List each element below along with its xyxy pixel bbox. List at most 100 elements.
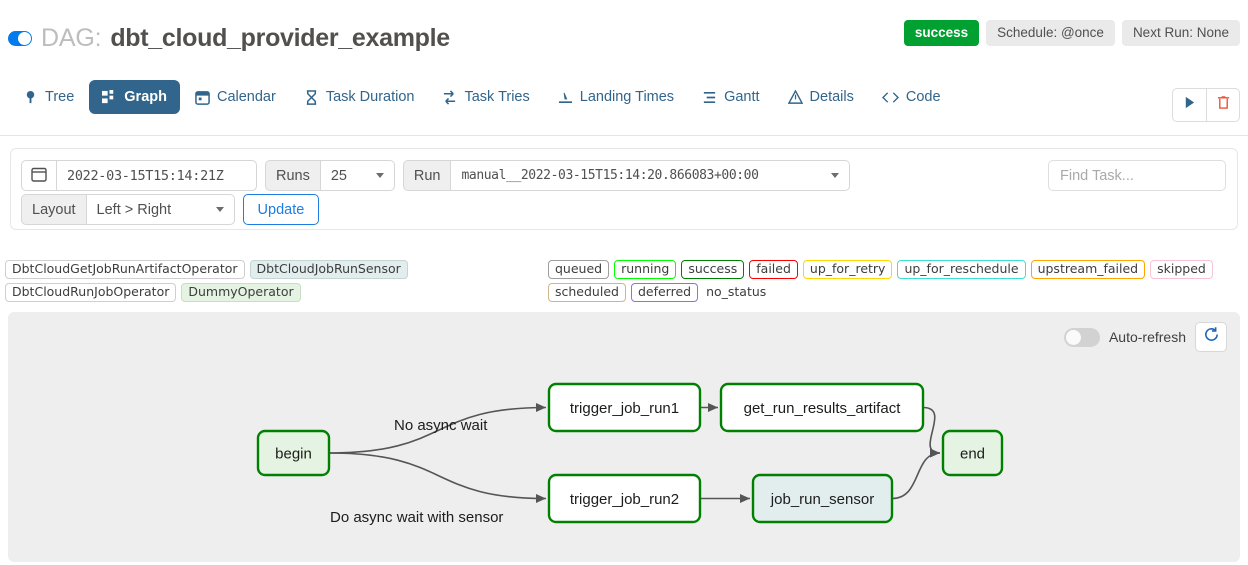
delete-dag-button[interactable] (1206, 89, 1239, 121)
graph-node-label: get_run_results_artifact (744, 400, 902, 417)
tab-label: Task Tries (464, 89, 530, 105)
tab-label: Tree (45, 89, 75, 105)
landing-icon (558, 90, 573, 105)
graph-edge-label: Do async wait with sensor (330, 509, 503, 526)
graph-edge (328, 403, 547, 454)
graph-canvas[interactable]: Auto-refresh No async wait Do async wait … (8, 312, 1240, 562)
base-date-value: 2022-03-15T15:14:21Z (67, 167, 224, 184)
dag-title-row: DAG: dbt_cloud_provider_example (8, 24, 450, 53)
legend-status-chip: skipped (1150, 260, 1213, 279)
tab-list: Tree Graph Calendar Task Duration Task T (10, 80, 954, 114)
filter-row-primary: 2022-03-15T15:14:21Z Runs 25 Run manual_… (21, 160, 851, 191)
find-task-placeholder: Find Task... (1060, 167, 1134, 184)
tab-graph[interactable]: Graph (89, 80, 180, 114)
graph-node-label: end (960, 446, 985, 463)
dag-graph[interactable]: No async wait Do async wait with sensor b… (8, 312, 1240, 562)
graph-node-box (547, 473, 702, 524)
trash-icon (1217, 95, 1230, 115)
legend-status-chip: scheduled (548, 283, 626, 302)
auto-refresh-controls: Auto-refresh (1063, 322, 1227, 352)
graph-node[interactable]: get_run_results_artifact (719, 382, 925, 433)
layout-select[interactable]: Left > Right (86, 194, 235, 225)
graph-node-label: job_run_sensor (770, 491, 874, 508)
layout-label: Layout (21, 194, 87, 225)
tab-landing-times[interactable]: Landing Times (545, 80, 687, 114)
graph-icon (102, 89, 117, 105)
graph-node-label: begin (275, 446, 312, 463)
tab-task-duration[interactable]: Task Duration (291, 80, 428, 114)
update-button[interactable]: Update (242, 194, 320, 225)
legend-status-chip: failed (749, 260, 798, 279)
run-label: Run (402, 160, 452, 191)
graph-edge-label: No async wait (394, 417, 488, 434)
calendar-icon (195, 90, 210, 105)
graph-nodes[interactable]: begin trigger_job_run1 get_run_results_art… (256, 382, 1004, 524)
run-group: Run manual__2022-03-15T15:14:20.866083+0… (402, 160, 851, 191)
legend-status-chip: upstream_failed (1030, 260, 1146, 279)
tree-icon (23, 90, 38, 105)
schedule-badge[interactable]: Schedule: @once (986, 20, 1115, 46)
tab-label: Code (905, 89, 941, 105)
dag-pause-toggle[interactable] (8, 31, 32, 46)
dag-label: DAG: (41, 24, 102, 52)
graph-node-label: trigger_job_run2 (570, 491, 679, 508)
gantt-icon (702, 90, 717, 105)
run-select[interactable]: manual__2022-03-15T15:14:20.866083+00:00 (451, 160, 851, 191)
tab-code[interactable]: Code (869, 80, 954, 114)
calendar-picker-button[interactable] (21, 160, 57, 191)
graph-node-box (941, 429, 1004, 477)
auto-refresh-toggle[interactable] (1063, 327, 1100, 347)
trigger-dag-button[interactable] (1173, 89, 1206, 121)
legend-status-chip: running (614, 260, 677, 279)
layout-group: Layout Left > Right (21, 194, 235, 225)
run-value: manual__2022-03-15T15:14:20.866083+00:00 (461, 168, 759, 183)
runs-group: Runs 25 (265, 160, 395, 191)
tab-gantt[interactable]: Gantt (689, 80, 772, 114)
legend-operator-chip: DbtCloudJobRunSensor (249, 260, 408, 279)
legend-operator-chip: DbtCloudRunJobOperator (5, 283, 177, 302)
filter-row-secondary: Layout Left > Right Update (21, 194, 320, 225)
graph-edge (922, 406, 941, 458)
tab-label: Calendar (216, 89, 276, 105)
header-badges: success Schedule: @once Next Run: None (903, 20, 1240, 46)
legend-status-chip: up_for_retry (802, 260, 893, 279)
runs-select[interactable]: 25 (320, 160, 395, 191)
graph-node[interactable]: begin (256, 429, 331, 477)
status-badge: success (903, 20, 980, 46)
page-title: dbt_cloud_provider_example (110, 24, 450, 52)
base-date-input[interactable]: 2022-03-15T15:14:21Z (57, 160, 257, 191)
dag-action-buttons (1172, 88, 1240, 122)
tab-label: Gantt (724, 89, 760, 105)
graph-node[interactable]: job_run_sensor (751, 473, 894, 524)
code-icon (881, 90, 899, 105)
legend-status-chip: no_status (706, 284, 767, 300)
graph-node[interactable]: trigger_job_run1 (547, 382, 702, 433)
graph-edge (891, 448, 941, 500)
tab-label: Landing Times (579, 89, 675, 105)
tab-calendar[interactable]: Calendar (182, 80, 289, 114)
find-task-input[interactable]: Find Task... (1048, 160, 1226, 191)
legend-status-chip: queued (548, 260, 610, 279)
legend-status-chip: success (681, 260, 745, 279)
graph-node-box (719, 382, 925, 433)
chevron-down-icon (375, 173, 384, 178)
refresh-button[interactable] (1195, 322, 1227, 352)
legend-operator-chip: DbtCloudGetJobRunArtifactOperator (5, 260, 245, 279)
legend-status-chip: deferred (630, 283, 699, 302)
calendar-icon (31, 166, 47, 186)
tab-task-tries[interactable]: Task Tries (429, 80, 542, 114)
graph-node[interactable]: trigger_job_run2 (547, 473, 702, 524)
refresh-icon (1203, 326, 1220, 348)
runs-label: Runs (265, 160, 321, 191)
base-date-group: 2022-03-15T15:14:21Z (21, 160, 257, 191)
tab-tree[interactable]: Tree (10, 80, 87, 114)
layout-value: Left > Right (96, 201, 172, 218)
tab-details[interactable]: Details (775, 80, 867, 114)
dag-nav-tabs: Tree Graph Calendar Task Duration Task T (0, 80, 1248, 136)
tab-label: Task Duration (325, 89, 415, 105)
runs-value: 25 (330, 167, 347, 184)
play-icon (1183, 96, 1196, 114)
graph-node[interactable]: end (941, 429, 1004, 477)
